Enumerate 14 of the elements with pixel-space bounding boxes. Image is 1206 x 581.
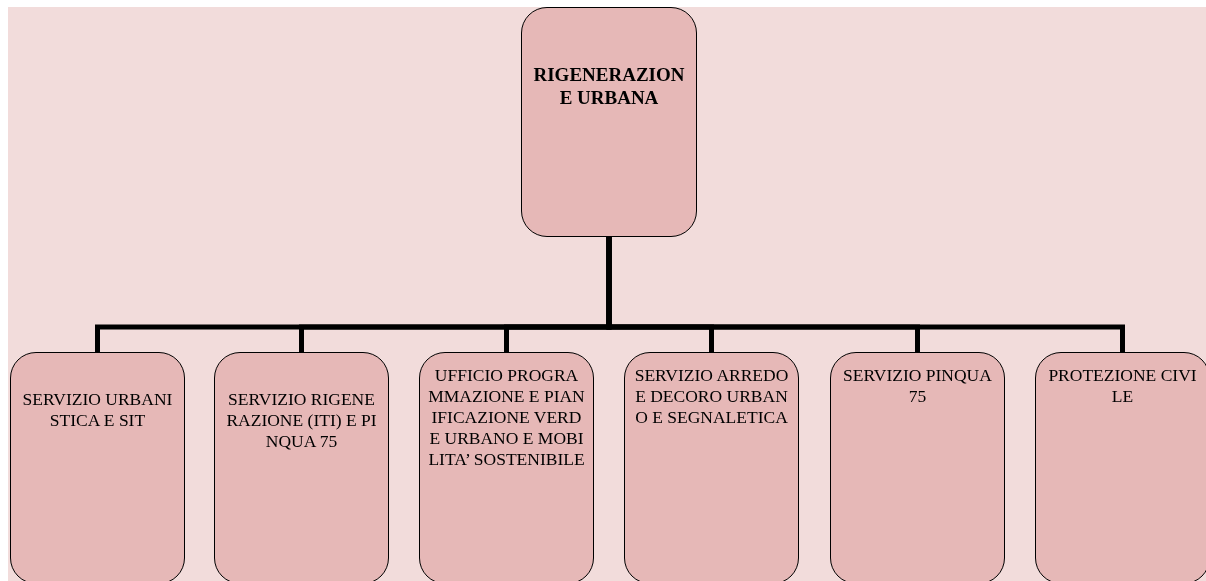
org-box [521,7,697,237]
org-box [830,352,1005,581]
unit-name: RIGENERAZIONE URBANA [532,64,686,110]
unit-name: SERVIZIO PINQUA 75 [842,365,993,407]
unit-name: SERVIZIO URBANISTICA E SIT [21,389,174,431]
unit-name: SERVIZIO RIGENERAZIONE (ITI) E PINQUA 75 [225,389,378,452]
unit-name: SERVIZIO ARREDO E DECORO URBANO E SEGNALETICA [633,365,790,428]
org-box [1035,352,1206,581]
org-box [624,352,799,581]
unit-name: PROTEZIONE CIVILE [1047,365,1198,407]
unit-name: UFFICIO PROGRAMMAZIONE E PIANIFICAZIONE VERDE URBANO E MOBILITA’ SOSTENIBILE [427,365,586,470]
org-box [419,352,594,581]
org-box [214,352,389,581]
org-box [10,352,185,581]
